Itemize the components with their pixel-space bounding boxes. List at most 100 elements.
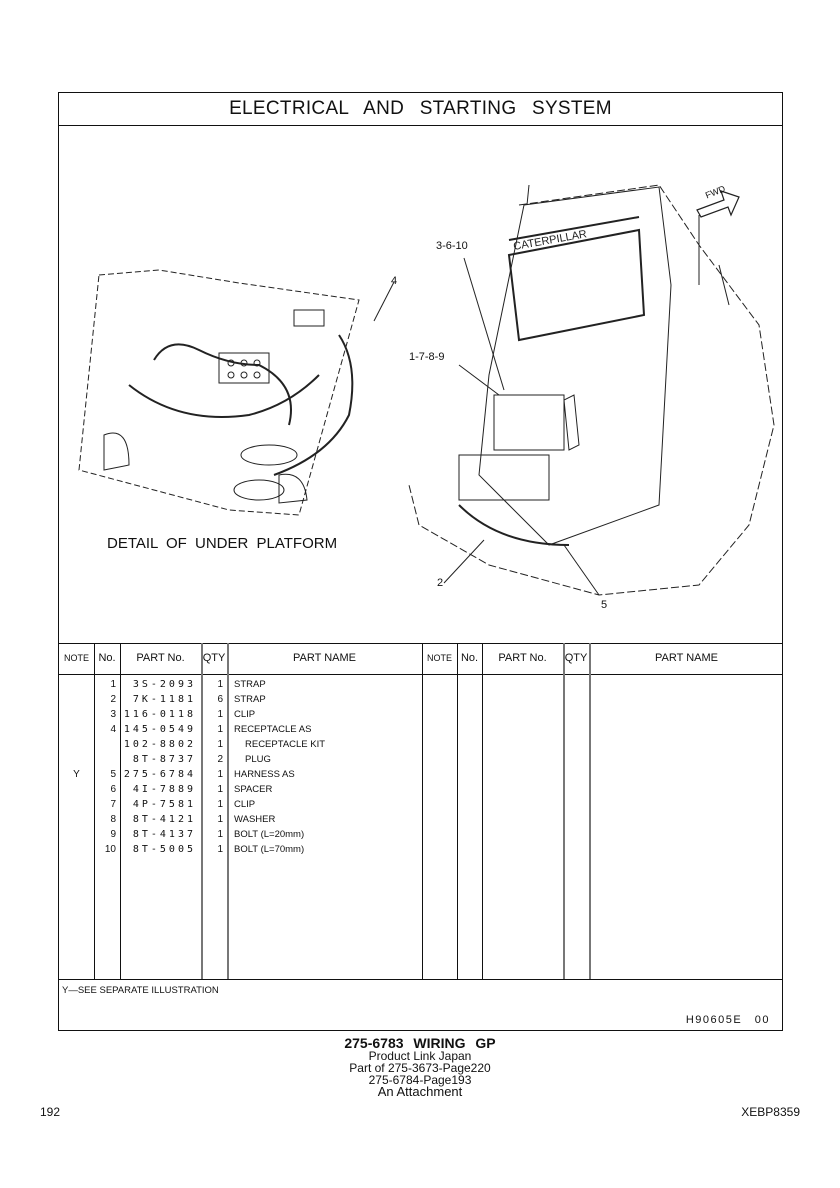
row-note [59, 827, 94, 842]
footnote-area: Y—SEE SEPARATE ILLUSTRATION H90605E 00 [59, 979, 782, 1033]
callout-label: 2 [437, 577, 444, 589]
header-part-no: PART No. [136, 652, 185, 664]
row-quantity: 1 [217, 769, 223, 780]
document-number: XEBP8359 [741, 1105, 800, 1119]
header-no-right: No. [460, 652, 479, 664]
row-quantity: 1 [217, 784, 223, 795]
callout-label: 5 [601, 599, 608, 611]
row-note: Y [73, 769, 80, 780]
parts-illustration: CATERPILLAR 3-6-10 4 1-7-8-9 2 5 FWD DET… [59, 125, 782, 644]
row-part-number: 8T-8737 [132, 754, 196, 765]
row-quantity: 1 [217, 709, 223, 720]
row-item-number: 10 [104, 844, 116, 855]
caption-line: Part of 275-3673-Page220 [349, 1061, 491, 1075]
header-qty-right: QTY [564, 652, 588, 664]
row-note [59, 737, 94, 752]
row-part-name: WASHER [234, 814, 276, 825]
row-part-name: STRAP [234, 679, 266, 690]
row-part-number: 8T-5005 [132, 844, 196, 855]
header-note-right: NOTE [426, 653, 452, 663]
row-quantity: 1 [217, 679, 223, 690]
row-quantity: 6 [217, 694, 223, 705]
caption-line: 275-6784-Page193 [368, 1073, 472, 1087]
row-item-number: 3 [110, 709, 116, 720]
row-quantity: 2 [217, 754, 223, 765]
row-item-number: 7 [110, 799, 116, 810]
row-part-number: 102-8802 [123, 739, 196, 750]
row-part-number: 4P-7581 [132, 799, 196, 810]
wiring-diagram: CATERPILLAR [78, 184, 775, 596]
row-quantity: 1 [217, 724, 223, 735]
header-qty: QTY [202, 652, 226, 664]
row-quantity: 1 [217, 739, 223, 750]
column-divider [482, 643, 483, 979]
column-divider [94, 643, 95, 979]
table-header: NOTE No. PART No. QTY PART NAME NOTE No.… [59, 643, 782, 675]
callout-label: 1-7-8-9 [409, 351, 445, 363]
fwd-arrow-icon [696, 190, 740, 218]
header-no: No. [98, 652, 116, 664]
row-item-number: 8 [110, 814, 116, 825]
row-part-name: RECEPTACLE KIT [245, 739, 326, 750]
row-part-name: BOLT (L=70mm) [234, 844, 305, 855]
row-note [59, 752, 94, 767]
row-item-number [94, 737, 116, 752]
row-part-name: RECEPTACLE AS [234, 724, 312, 735]
row-part-name: CLIP [234, 799, 256, 810]
column-divider [227, 643, 229, 979]
row-note [59, 707, 94, 722]
callout-label: 4 [391, 275, 398, 287]
page-title: ELECTRICAL AND STARTING SYSTEM [59, 93, 782, 126]
row-item-number: 5 [110, 769, 116, 780]
row-part-name: BOLT (L=20mm) [234, 829, 305, 840]
footnote: Y—SEE SEPARATE ILLUSTRATION [62, 985, 219, 996]
column-divider [457, 643, 458, 979]
row-item-number: 2 [110, 694, 116, 705]
row-quantity: 1 [217, 799, 223, 810]
callout-label: 3-6-10 [436, 240, 468, 252]
detail-caption: DETAIL OF UNDER PLATFORM [107, 535, 338, 552]
row-part-number: 4I-7889 [132, 784, 196, 795]
row-note [59, 797, 94, 812]
row-part-name: PLUG [245, 754, 271, 765]
header-note: NOTE [63, 653, 89, 663]
header-part-name: PART NAME [293, 652, 356, 664]
group-title: 275-6783 WIRING GP [344, 1035, 496, 1051]
under-platform-detail [78, 269, 395, 516]
row-note [59, 677, 94, 692]
column-divider [422, 643, 423, 979]
row-part-number: 116-0118 [123, 709, 196, 720]
column-divider [201, 643, 203, 979]
row-part-number: 7K-1181 [132, 694, 196, 705]
column-divider [589, 643, 591, 979]
row-item-number: 1 [110, 679, 116, 690]
row-part-name: SPACER [234, 784, 273, 795]
row-item-number [94, 752, 116, 767]
row-part-number: 145-0549 [123, 724, 196, 735]
illustration-code: H90605E 00 [685, 1014, 770, 1026]
row-quantity: 1 [217, 844, 223, 855]
row-part-name: STRAP [234, 694, 266, 705]
row-part-number: 8T-4121 [132, 814, 196, 825]
column-divider [563, 643, 565, 979]
header-part-name-right: PART NAME [655, 652, 718, 664]
caption-line: An Attachment [377, 1084, 463, 1099]
row-part-name: CLIP [234, 709, 256, 720]
parts-page-frame: ELECTRICAL AND STARTING SYSTEM [58, 92, 783, 1031]
row-note [59, 722, 94, 737]
row-part-name: HARNESS AS [234, 769, 295, 780]
row-note [59, 812, 94, 827]
row-part-number: 8T-4137 [132, 829, 196, 840]
page-number: 192 [40, 1105, 61, 1119]
header-part-no-right: PART No. [498, 652, 547, 664]
row-quantity: 1 [217, 814, 223, 825]
caption-line: Product Link Japan [368, 1049, 472, 1063]
row-note [59, 842, 94, 857]
row-item-number: 6 [110, 784, 116, 795]
column-divider [120, 643, 121, 979]
row-note [59, 782, 94, 797]
row-item-number: 9 [110, 829, 116, 840]
row-note [59, 692, 94, 707]
row-part-number: 275-6784 [123, 769, 196, 780]
row-part-number: 3S-2093 [132, 679, 196, 690]
